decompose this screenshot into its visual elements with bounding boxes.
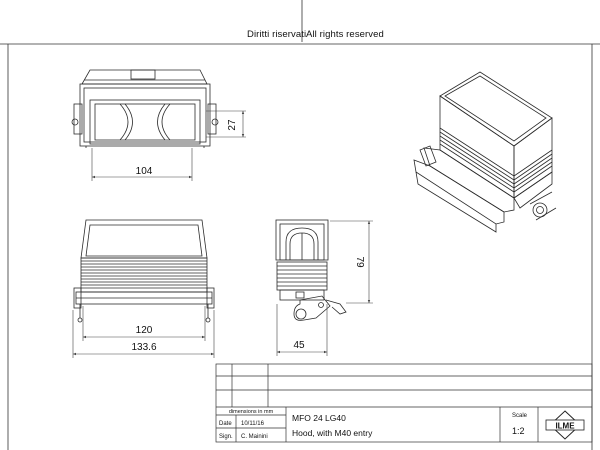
side-view (275, 219, 347, 321)
dim-top-width (91, 148, 193, 181)
dim-label-79: 79 (354, 256, 365, 268)
title-block (215, 363, 593, 443)
dim-top-height (206, 110, 246, 138)
scale-value: 1:2 (512, 426, 525, 436)
dim-label-133-6: 133.6 (131, 342, 156, 353)
dim-label-45: 45 (293, 340, 305, 351)
date-value: 10/11/16 (241, 421, 265, 427)
isometric-view (413, 71, 557, 233)
dim-front-120 (82, 306, 206, 341)
front-view (73, 219, 215, 323)
units-note: dimensions in mm (229, 409, 274, 415)
dim-side-79 (330, 220, 373, 304)
sign-value: C. Mainini (241, 434, 268, 440)
dim-label-27: 27 (227, 119, 238, 131)
top-view (71, 69, 219, 148)
dim-side-45 (276, 304, 328, 356)
ilme-logo: ILME (545, 410, 585, 440)
scale-label: Scale (512, 413, 528, 419)
dim-label-120: 120 (136, 325, 153, 336)
date-label: Date (219, 421, 232, 427)
part-code: MFO 24 LG40 (292, 413, 346, 423)
logo-text: ILME (555, 422, 575, 431)
dim-label-104: 104 (136, 166, 153, 177)
rights-italian: Diritti riservati (247, 29, 307, 40)
dim-front-133 (72, 310, 215, 358)
part-description: Hood, with M40 entry (292, 428, 373, 438)
rights-english: All rights reserved (306, 29, 384, 40)
sign-label: Sign. (219, 434, 233, 440)
